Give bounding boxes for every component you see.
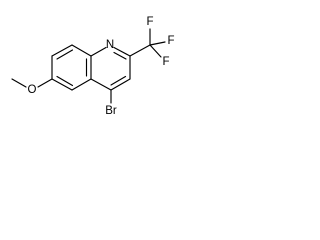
bond-c8a-n1 — [90, 46, 107, 57]
atom-label-bromine: Br — [105, 105, 117, 117]
atom-label-fluorine-bottom: F — [162, 56, 169, 68]
bond-cf3-f-bottom — [149, 44, 162, 58]
atom-label-oxygen: O — [28, 84, 37, 96]
bond-c3-c4 — [110, 78, 131, 91]
bond-c3-c4-inner — [110, 75, 127, 86]
bond-c6-c5 — [51, 78, 73, 91]
chemical-structure-diagram: N Br O F F F — [11, 16, 175, 117]
bond-o-methyl — [11, 78, 27, 88]
bond-c6-c5-inner — [56, 75, 74, 87]
benzo-ring — [51, 44, 92, 91]
bond-c4-c4a — [90, 78, 112, 91]
atom-label-fluorine-top: F — [146, 16, 153, 28]
bond-cf3-f-right — [149, 41, 166, 46]
substituents — [11, 28, 166, 104]
atom-label-nitrogen: N — [106, 39, 114, 51]
pyridine-ring — [90, 46, 131, 91]
bond-c6-o — [37, 78, 53, 88]
bond-c8-c7 — [51, 44, 73, 57]
bond-c7-c7-inner — [56, 49, 74, 60]
bond-c5-c4a — [71, 78, 92, 91]
bond-n1-c2-inner — [113, 51, 127, 60]
bond-c2-cf3 — [129, 44, 151, 57]
bond-c8a-c8 — [71, 44, 92, 57]
atom-labels: N Br O F F F — [28, 16, 175, 117]
atom-label-fluorine-right: F — [167, 35, 174, 47]
bond-n1-c2 — [113, 46, 131, 57]
